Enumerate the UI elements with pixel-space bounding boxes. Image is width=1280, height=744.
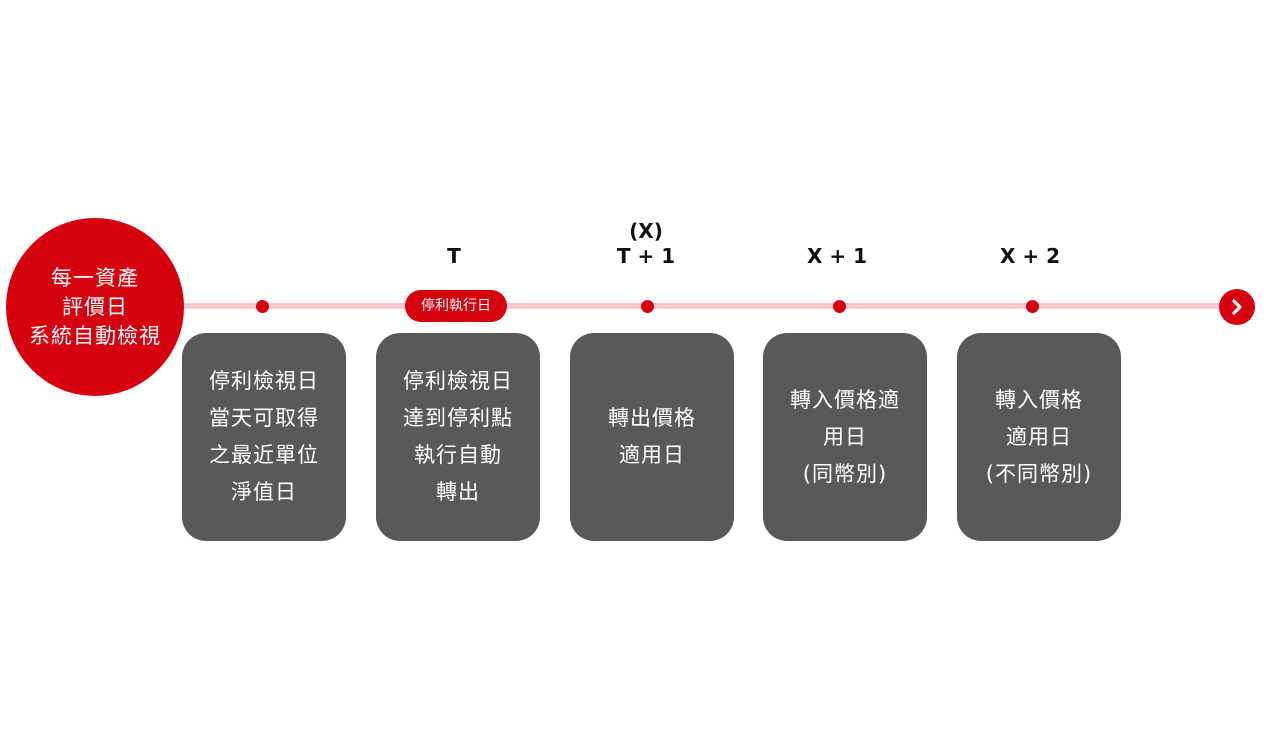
- start-line-1: 每一資產: [51, 265, 139, 290]
- start-line-3: 系統自動檢視: [29, 323, 161, 348]
- step-box-4: 轉入價格適 用日 (同幣別): [763, 333, 927, 541]
- label-x-plus-1: X + 1: [806, 244, 868, 268]
- step-5-line-1: 轉入價格: [995, 387, 1083, 412]
- start-line-2: 評價日: [62, 294, 128, 319]
- step-box-2: 停利檢視日 達到停利點 執行自動 轉出: [376, 333, 540, 541]
- step-box-3: 轉出價格 適用日: [570, 333, 734, 541]
- label-t-plus-1: T + 1: [616, 244, 676, 268]
- step-4-line-1: 轉入價格適: [790, 387, 900, 412]
- step-1-line-1: 停利檢視日: [209, 369, 319, 393]
- execution-day-pill: 停利執行日: [405, 290, 507, 322]
- timeline-dot-5: [1026, 300, 1039, 313]
- step-4-line-2: 用日: [823, 424, 867, 449]
- timeline-dot-3: [641, 300, 654, 313]
- chevron-right-icon: [1219, 289, 1255, 325]
- step-2-line-4: 轉出: [436, 480, 480, 504]
- step-2-line-3: 執行自動: [414, 443, 502, 467]
- timeline-dot-4: [833, 300, 846, 313]
- step-2-line-1: 停利檢視日: [403, 369, 513, 393]
- step-3-line-1: 轉出價格: [608, 406, 696, 430]
- label-x-plus-2: X + 2: [999, 244, 1061, 268]
- step-1-line-2: 當天可取得: [209, 406, 319, 430]
- step-1-line-3: 之最近單位: [209, 443, 319, 467]
- step-5-line-3: (不同幣別): [985, 461, 1093, 486]
- step-4-line-3: (同幣別): [802, 461, 888, 486]
- step-1-line-4: 淨值日: [231, 480, 297, 504]
- label-t: T: [447, 244, 461, 268]
- timeline-dot-1: [256, 300, 269, 313]
- step-3-line-2: 適用日: [619, 443, 685, 467]
- step-box-5: 轉入價格 適用日 (不同幣別): [957, 333, 1121, 541]
- step-box-1: 停利檢視日 當天可取得 之最近單位 淨值日: [182, 333, 346, 541]
- label-x: (X): [629, 219, 663, 243]
- timeline-line: [180, 303, 1240, 309]
- step-2-line-2: 達到停利點: [403, 406, 513, 430]
- start-circle: 每一資產 評價日 系統自動檢視: [6, 218, 184, 396]
- step-5-line-2: 適用日: [1006, 424, 1072, 449]
